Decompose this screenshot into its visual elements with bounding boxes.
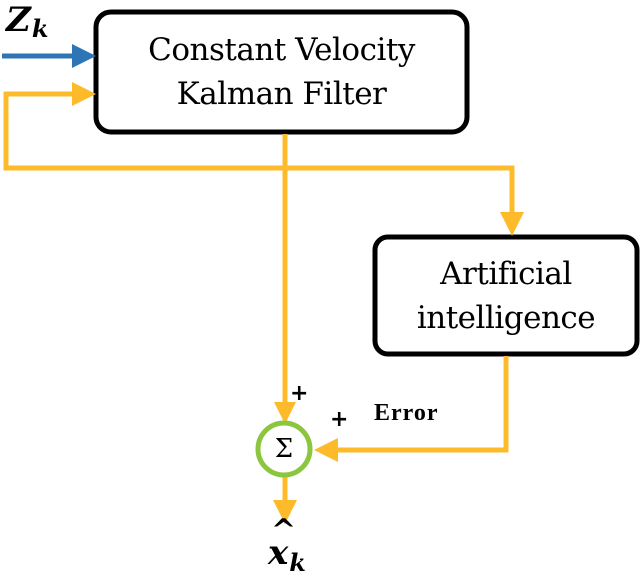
ai-line1: Artificial <box>440 256 572 292</box>
input-label: Zk <box>6 0 49 43</box>
output-hat: ^ <box>271 513 297 548</box>
input-subscript: k <box>31 14 49 43</box>
feedback-arrow-head <box>72 82 96 106</box>
summer-circle <box>255 420 313 478</box>
summer-output-arrow-head <box>273 500 297 524</box>
ai-box <box>372 234 640 357</box>
input-symbol: Z <box>6 0 31 40</box>
summer-symbol: Σ <box>274 434 294 464</box>
error-line <box>330 356 509 453</box>
ai-label: Artificial intelligence <box>375 252 637 340</box>
summer-sign-right: + <box>330 407 349 432</box>
summer-sign-top: + <box>290 381 309 406</box>
error-arrow-head <box>314 438 338 462</box>
output-label: ^xk <box>268 513 306 577</box>
kalman-filter-line1: Constant Velocity <box>148 32 415 68</box>
kalman-filter-label: Constant Velocity Kalman Filter <box>96 28 467 116</box>
output-symbol: x <box>268 533 289 573</box>
ai-input-line <box>285 165 515 216</box>
kf-output-arrow-head <box>274 402 296 424</box>
input-arrow-head <box>72 44 96 68</box>
error-label: Error <box>374 400 439 426</box>
feedback-loop-line <box>3 91 285 171</box>
kalman-filter-line2: Kalman Filter <box>176 76 387 112</box>
ai-input-arrow-head <box>500 212 524 236</box>
ai-line2: intelligence <box>416 300 596 336</box>
kalman-filter-box <box>93 9 470 135</box>
output-subscript: k <box>289 548 306 577</box>
